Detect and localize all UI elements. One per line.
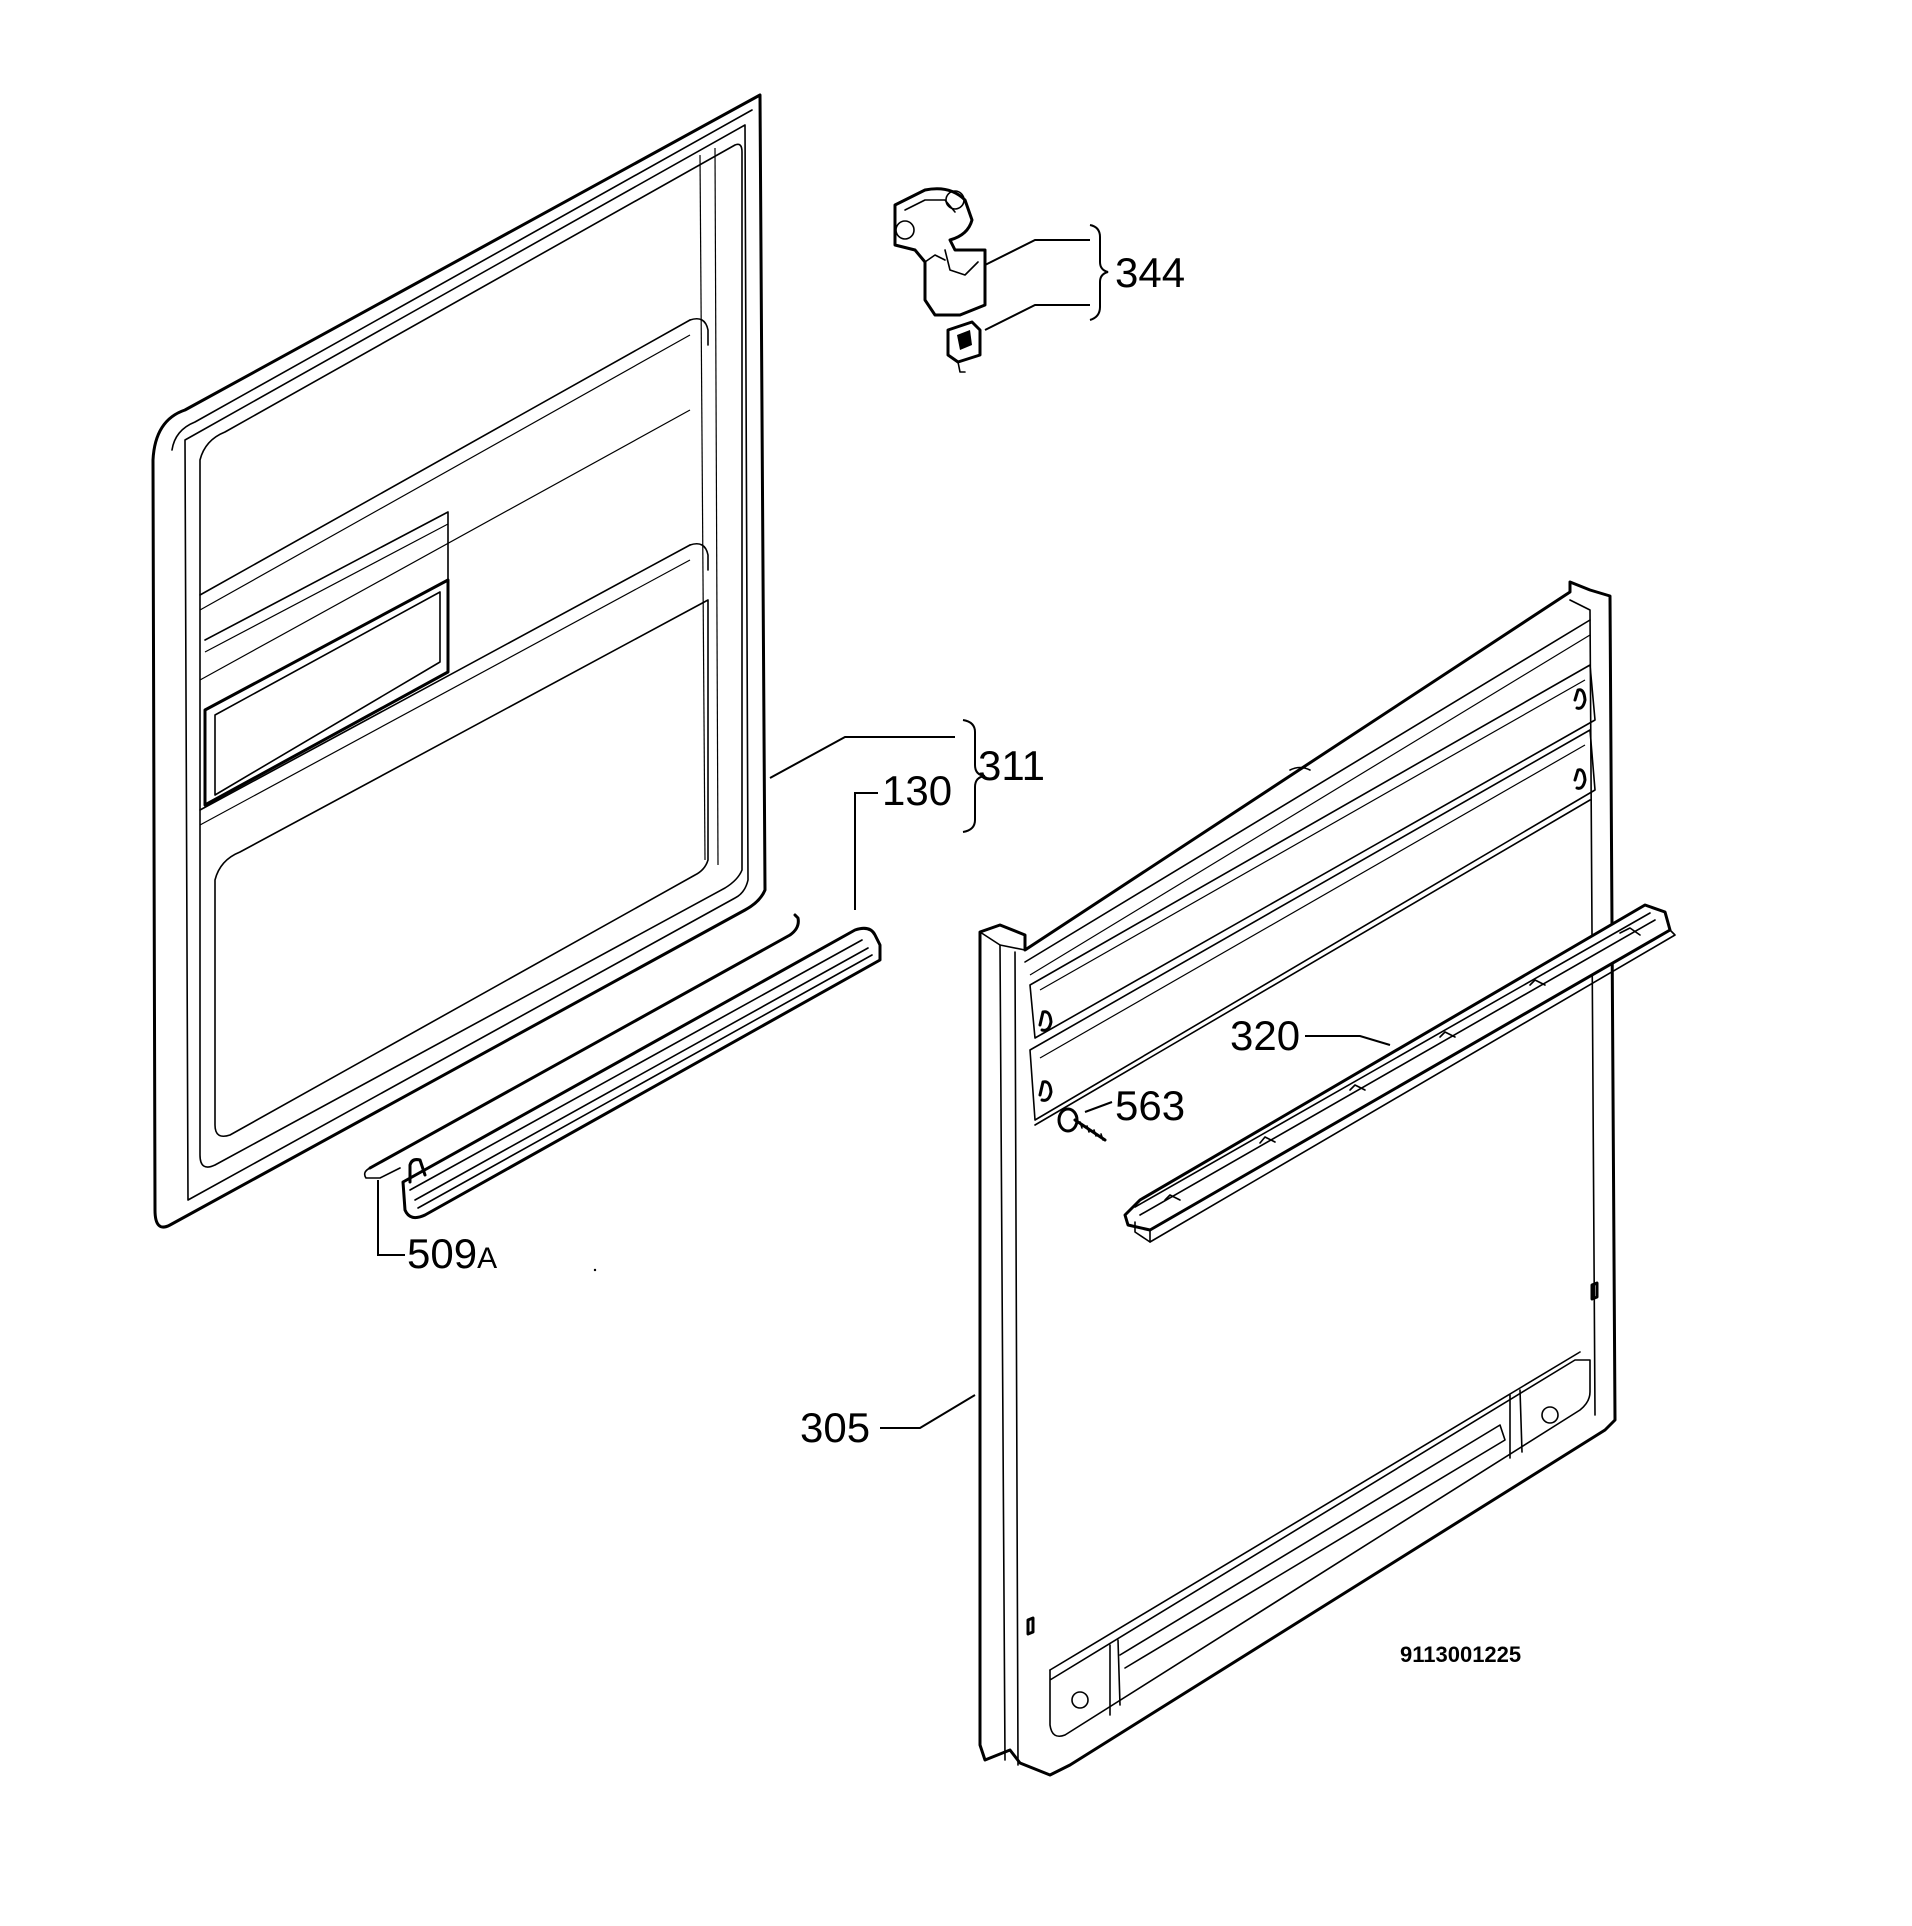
label-509: 509A	[407, 1230, 497, 1277]
drawing-code: 9113001225	[1400, 1642, 1521, 1667]
callouts-lock: 344	[984, 224, 1185, 331]
door-seal-part	[401, 926, 882, 1220]
stray-dot	[593, 1268, 597, 1272]
callouts-left: 311 130 509A	[377, 719, 1045, 1277]
label-344: 344	[1115, 249, 1185, 296]
label-130: 130	[882, 767, 952, 814]
label-320: 320	[1230, 1012, 1300, 1059]
door-lock-part	[893, 187, 987, 373]
label-305: 305	[800, 1404, 870, 1451]
label-563: 563	[1115, 1082, 1185, 1129]
wire-rod-part	[363, 913, 800, 1179]
outer-door-panel-part	[978, 580, 1617, 1777]
screw-part	[1057, 1107, 1107, 1142]
label-311: 311	[978, 742, 1045, 789]
callouts-right: 563 320 305	[800, 1012, 1391, 1451]
handle-strip-part	[1123, 903, 1676, 1243]
inner-door-part	[151, 93, 767, 1229]
